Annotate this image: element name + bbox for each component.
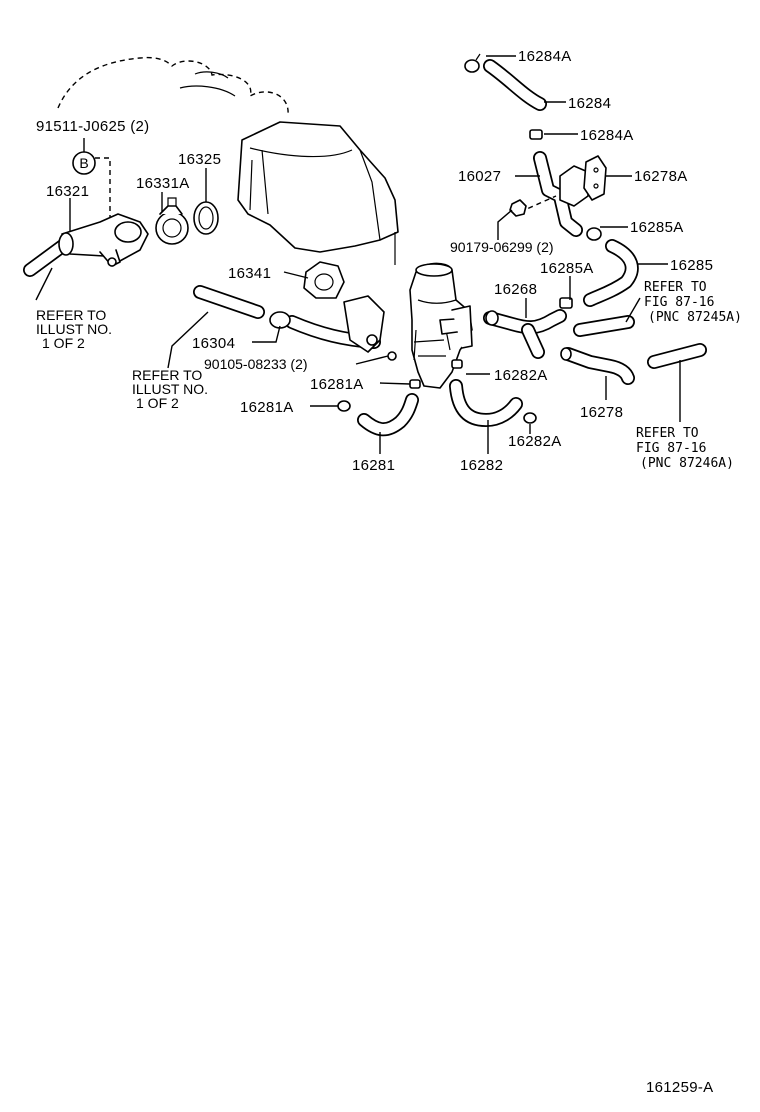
engine-outline — [57, 56, 399, 265]
label-90105-08233: 90105-08233 (2) — [204, 356, 308, 372]
clamp-16282A-b — [523, 412, 537, 424]
figure-number: 161259-A — [646, 1079, 713, 1096]
label-16282: 16282 — [460, 457, 503, 474]
labels: 91511-J0625 (2) 16325 16321 16331A REFER… — [36, 48, 742, 1096]
label-16282A-lower: 16282A — [508, 433, 562, 450]
label-refer1-line2: ILLUST NO. — [36, 321, 112, 337]
leader-lines — [35, 55, 681, 454]
clamp-16282A-a — [451, 359, 463, 369]
label-16284: 16284 — [568, 95, 611, 112]
label-16321: 16321 — [46, 183, 89, 200]
label-16285: 16285 — [670, 257, 713, 274]
label-91511-j0625: 91511-J0625 (2) — [36, 118, 149, 135]
label-refer3-line3: (PNC 87245A) — [648, 310, 742, 325]
label-16285A-lower: 16285A — [540, 260, 594, 277]
label-16284A-top: 16284A — [518, 48, 572, 65]
pipe-16027 — [533, 151, 589, 237]
hose-16282 — [449, 379, 523, 427]
clamp-16284A-b — [529, 129, 543, 140]
label-16278A: 16278A — [634, 168, 688, 185]
label-refer4-line1: REFER TO — [636, 426, 699, 441]
label-refer3-line2: FIG 87-16 — [644, 295, 714, 310]
label-refer1-line3: 1 OF 2 — [42, 335, 85, 351]
hose-refer-4 — [647, 343, 707, 369]
nut-90179 — [509, 195, 557, 217]
clamp-16284A-a — [464, 53, 481, 73]
ref-b-text: B — [79, 155, 88, 171]
label-16285A-upper: 16285A — [630, 219, 684, 236]
label-90179-06299: 90179-06299 (2) — [450, 239, 554, 255]
clamp-16281A-b — [337, 400, 351, 412]
label-refer4-line3: (PNC 87246A) — [640, 456, 734, 471]
label-refer3-line1: REFER TO — [644, 280, 707, 295]
label-16027: 16027 — [458, 168, 501, 185]
label-16282A-upper: 16282A — [494, 367, 548, 384]
label-16325: 16325 — [178, 151, 221, 168]
label-refer4-line2: FIG 87-16 — [636, 441, 706, 456]
water-inlet-16321 — [23, 213, 149, 277]
label-16268: 16268 — [494, 281, 537, 298]
hose-16281 — [357, 393, 419, 437]
hose-16285 — [583, 239, 639, 307]
hose-refer-3 — [573, 315, 635, 337]
clamp-16285A-a — [586, 227, 602, 241]
label-16304: 16304 — [192, 335, 235, 352]
reference-b: B — [72, 138, 111, 218]
pipe-16278 — [560, 347, 635, 385]
label-16284A-mid: 16284A — [580, 127, 634, 144]
label-refer1-line1: REFER TO — [36, 307, 106, 323]
hose-16284 — [483, 59, 547, 111]
water-outlet-16304 — [269, 295, 397, 361]
label-refer2-line3: 1 OF 2 — [136, 395, 179, 411]
label-16341: 16341 — [228, 265, 271, 282]
label-16281A-upper: 16281A — [310, 376, 364, 393]
clamp-16281A-a — [409, 379, 421, 389]
pipe-16268 — [483, 309, 567, 359]
label-refer2-line2: ILLUST NO. — [132, 381, 208, 397]
label-16281A-lower: 16281A — [240, 399, 294, 416]
valve-body — [409, 262, 473, 389]
gasket-16325 — [193, 201, 219, 235]
label-refer2-line1: REFER TO — [132, 367, 202, 383]
label-16278: 16278 — [580, 404, 623, 421]
label-16281: 16281 — [352, 457, 395, 474]
clamp-16285A-b — [559, 297, 573, 309]
gasket-16341 — [303, 261, 345, 299]
thermostat-16331A — [155, 197, 189, 245]
hose-left-lower — [193, 285, 265, 319]
label-16331A: 16331A — [136, 175, 190, 192]
gasket-16278A — [583, 155, 607, 201]
